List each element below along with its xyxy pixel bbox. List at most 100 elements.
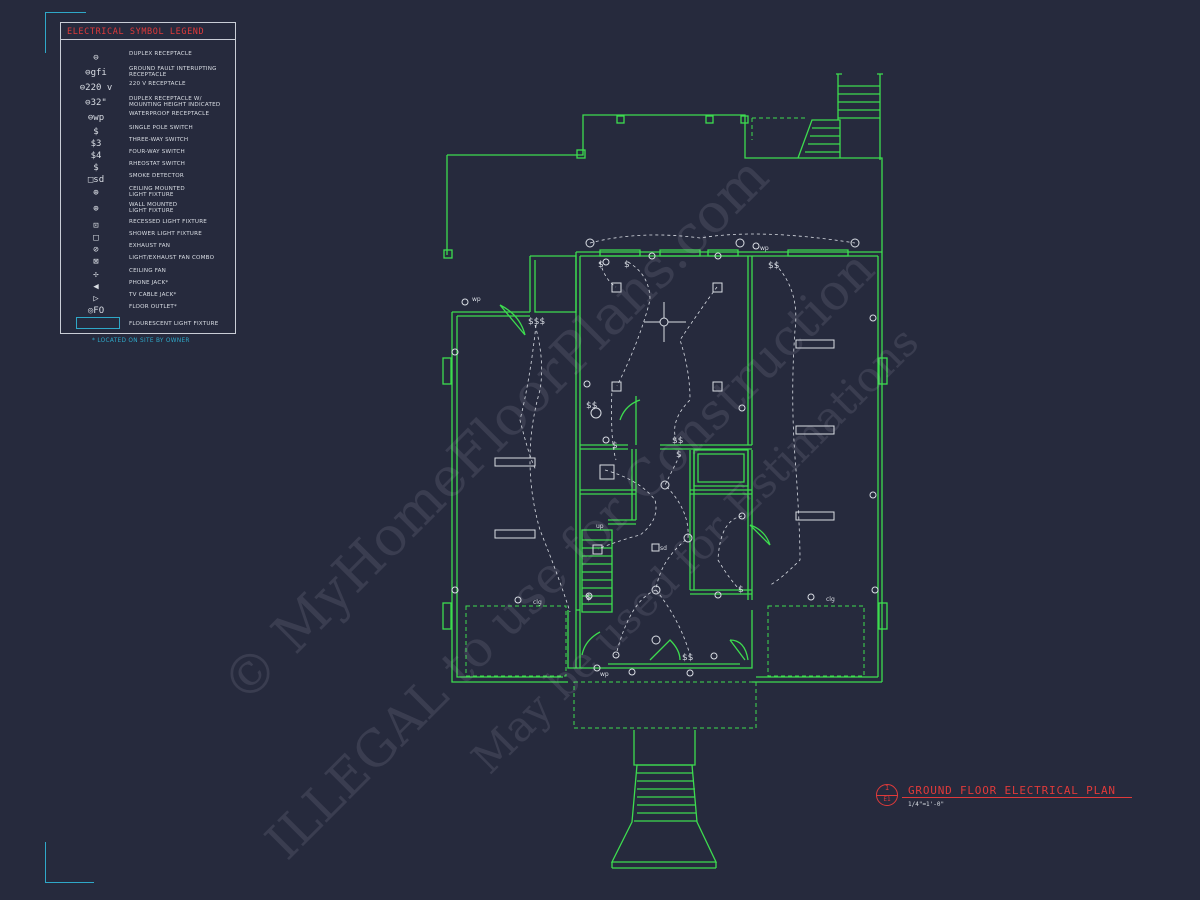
ceiling-light xyxy=(651,635,661,645)
fixtures xyxy=(494,238,860,645)
legend-symbol-icon: □ xyxy=(93,233,99,243)
legend-label: WATERPROOF RECEPTACLE xyxy=(129,111,210,117)
legend-row: ⊡ RECESSED LIGHT FIXTURE xyxy=(61,219,237,233)
svg-text:$$: $$ xyxy=(682,653,693,663)
svg-text:$: $ xyxy=(676,450,682,460)
legend-symbol-icon: ✢ xyxy=(93,270,99,280)
legend-symbol-icon: ⊡ xyxy=(93,221,99,231)
legend-label: DUPLEX RECEPTACLE xyxy=(129,51,192,57)
wall-light xyxy=(585,238,595,248)
legend-row: $ RHEOSTAT SWITCH xyxy=(61,161,237,175)
label-sd: sd xyxy=(660,545,667,552)
svg-text:$: $ xyxy=(612,441,618,451)
receptacles xyxy=(451,242,879,677)
smoke-detector xyxy=(651,543,660,552)
legend-label: CEILING FAN xyxy=(129,268,167,274)
front-porch xyxy=(573,681,757,729)
electrical-symbol-legend: ELECTRICAL SYMBOL LEGEND ⊖DUPLEX RECEPTA… xyxy=(60,22,236,334)
legend-symbol-icon: ◎FO xyxy=(87,306,105,316)
legend-label: 220 V RECEPTACLE xyxy=(129,81,186,87)
legend-symbol-icon: ⊠ xyxy=(93,257,99,267)
window xyxy=(878,602,888,630)
legend-title-rule xyxy=(61,39,235,40)
drawing-scale: 1/4"=1'-0" xyxy=(908,801,945,808)
label-clg-right: clg xyxy=(826,596,835,603)
porch-post xyxy=(443,249,453,259)
svg-text:$: $ xyxy=(598,260,604,270)
legend-symbol-icon: ▷ xyxy=(93,294,99,304)
legend-row: ⊖32" DUPLEX RECEPTACLE W/ MOUNTING HEIGHT… xyxy=(61,96,237,110)
entry-walls xyxy=(567,609,753,669)
svg-text:$: $ xyxy=(624,260,630,270)
legend-row: □SHOWER LIGHT FIXTURE xyxy=(61,231,237,245)
exhaust-fan xyxy=(590,407,602,419)
right-interior-wall xyxy=(747,256,753,445)
legend-label: FLOOR OUTLET* xyxy=(129,304,177,310)
window xyxy=(442,357,452,385)
legend-symbol-icon: ⊖220 v xyxy=(79,83,113,93)
legend-row: ▷ TV CABLE JACK* xyxy=(61,292,237,306)
porch-post xyxy=(705,115,714,124)
label-wp-top-right: wp xyxy=(760,245,769,252)
recessed-light xyxy=(611,282,622,293)
left-top-wall xyxy=(452,311,530,317)
walls xyxy=(442,73,888,869)
legend-symbol-icon: ⊕ xyxy=(93,204,99,214)
closet xyxy=(693,449,749,487)
wall-light xyxy=(850,238,860,248)
recessed-light xyxy=(712,381,723,392)
ceiling-fan xyxy=(659,317,669,327)
legend-symbol-icon: ⊖32" xyxy=(85,98,107,108)
legend-row: $ SINGLE POLE SWITCH xyxy=(61,125,237,139)
flourescent-fixture xyxy=(795,511,835,521)
right-bottom-wall xyxy=(752,676,882,683)
svg-text:$$: $$ xyxy=(586,401,597,411)
flourescent-fixture-symbol xyxy=(76,317,120,329)
sheet-number: E1 xyxy=(883,796,891,803)
svg-text:$$: $$ xyxy=(768,261,779,271)
right-exterior-wall xyxy=(877,252,883,682)
svg-text:$: $ xyxy=(586,593,592,603)
legend-label: RECESSED LIGHT FIXTURE xyxy=(129,219,208,225)
legend-row: ✢ CEILING FAN xyxy=(61,268,237,282)
sheet-corner-top-left xyxy=(45,12,86,53)
ceiling-light xyxy=(660,480,670,490)
legend-label: DUPLEX RECEPTACLE W/ MOUNTING HEIGHT IND… xyxy=(129,96,221,109)
label-wp-bottom: wp xyxy=(600,671,609,678)
flourescent-fixture xyxy=(795,425,835,435)
legend-symbol-icon: ⊖ xyxy=(93,53,99,63)
legend-symbol-icon: ⊘ xyxy=(93,245,99,255)
legend-label: TV CABLE JACK* xyxy=(129,292,177,298)
legend-label: WALL MOUNTED LIGHT FIXTURE xyxy=(129,202,178,215)
label-up: up xyxy=(596,523,604,530)
legend-row: ◀PHONE JACK* xyxy=(61,280,237,294)
switches: $$$ $$ $$ $ $$ $ $ $$ $ $ $ xyxy=(528,260,779,663)
recessed-light xyxy=(592,544,603,555)
legend-row: ⊖220 v 220 V RECEPTACLE xyxy=(61,81,237,95)
rear-porch-outline xyxy=(446,114,883,255)
detail-number: 1 xyxy=(884,784,890,792)
legend-label: SINGLE POLE SWITCH xyxy=(129,125,193,131)
legend-footnote: * LOCATED ON SITE BY OWNER xyxy=(92,338,190,344)
legend-label: THREE-WAY SWITCH xyxy=(129,137,189,143)
legend-symbol-icon: $ xyxy=(93,163,99,173)
rear-stair-lower xyxy=(797,119,841,159)
legend-symbol-icon: ⊖gfi xyxy=(85,68,107,78)
legend-row: ⊕CEILING MOUNTED LIGHT FIXTURE xyxy=(61,186,237,200)
window xyxy=(878,357,888,385)
legend-row: ⊕ WALL MOUNTED LIGHT FIXTURE xyxy=(61,202,237,216)
legend-label: CEILING MOUNTED LIGHT FIXTURE xyxy=(129,186,185,199)
legend-label: GROUND FAULT INTERUPTING RECEPTACLE xyxy=(129,66,217,79)
legend-symbol-icon: $ xyxy=(93,127,99,137)
label-clg-left: clg xyxy=(533,599,542,606)
legend-symbol-icon: $4 xyxy=(90,151,102,161)
legend-label: RHEOSTAT SWITCH xyxy=(129,161,186,167)
ceiling-light xyxy=(683,533,693,543)
ceiling-light xyxy=(651,585,661,595)
drawing-title-block: 1 E1 GROUND FLOOR ELECTRICAL PLAN 1/4"=1… xyxy=(872,780,1142,810)
covered-porch-left xyxy=(465,605,567,677)
legend-symbol-icon: □sd xyxy=(87,175,105,185)
